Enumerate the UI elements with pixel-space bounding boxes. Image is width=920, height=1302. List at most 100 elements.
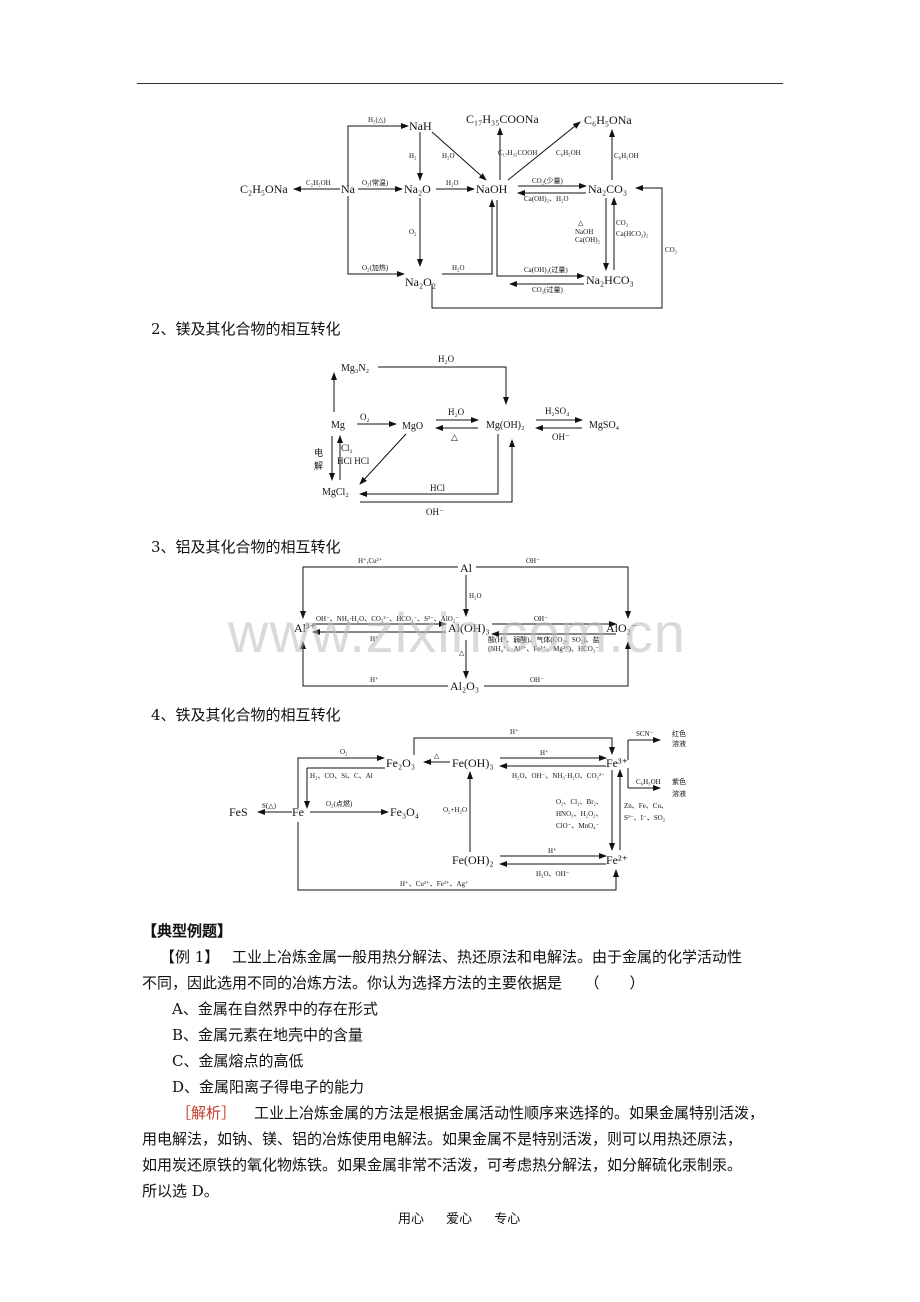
aluminium-nodes: Al Al³⁺ Al(OH)₃ AlO₂⁻ Al₂O₃: [294, 561, 637, 693]
option-d: D、金属阳离子得电子的能力: [172, 1078, 365, 1096]
node-fe3o4: Fe₃O₄: [390, 805, 419, 819]
aluminium-diagram: [300, 566, 631, 687]
label-dian: 电: [314, 447, 323, 458]
node-c17: C₁₇H₃₅COONa: [466, 112, 539, 126]
node-c6h5ona: C₆H₅ONa: [584, 113, 632, 127]
label-o2-h2o: O₂+H₂O: [443, 806, 467, 814]
watermark: www.zixin.com.cn: [228, 601, 686, 664]
option-b: B、金属元素在地壳中的含量: [172, 1026, 364, 1044]
node-fes: FeS: [229, 805, 248, 819]
label-h-top: H⁺: [510, 728, 519, 736]
node-na2o2: Na₂O₂: [405, 275, 436, 289]
label-co2-a: CO₂: [616, 219, 629, 227]
example-line-2: 不同，因此选用不同的冶炼方法。你认为选择方法的主要依据是 （ ）: [142, 974, 645, 992]
node-na2co3: Na₂CO₃: [588, 182, 627, 196]
label-oh-b: OH⁻: [426, 507, 444, 517]
label-h2o-oh: H₂O、OH⁻: [536, 870, 570, 878]
example-label: 【例 1】: [160, 948, 220, 966]
label-caoh2: Ca(OH)₂: [575, 236, 601, 244]
node-aloh3: Al(OH)₃: [448, 621, 490, 635]
analysis-line-1: 工业上冶炼金属的方法是根据金属活动性顺序来选择的。如果金属特别活泼，: [254, 1104, 765, 1122]
label-o2-heat: O₂(加热): [362, 263, 389, 272]
label-h2o-b: H₂O: [442, 152, 455, 160]
label-heat: △: [578, 219, 584, 227]
analysis-line-4: 所以选 D。: [142, 1182, 219, 1200]
heading-iron: 4、铁及其化合物的相互转化: [151, 706, 341, 724]
example-line-1: 工业上冶炼金属一般用热分解法、热还原法和电解法。由于金属的化学活动性: [232, 948, 743, 966]
analysis-label: ［解析］: [176, 1104, 237, 1122]
label-oh-bottom: OH⁻: [530, 676, 544, 684]
label-hcl: HCl: [430, 483, 446, 493]
label-purple-1: 紫色: [672, 777, 686, 786]
iron-diagram: [257, 737, 661, 891]
node-nah: NaH: [409, 119, 432, 133]
node-mgo: MgO: [402, 421, 423, 432]
label-red-a: Zn、Fe、Cu、: [624, 802, 668, 810]
header-rule: [137, 83, 783, 84]
label-reductants: H₂、CO、Si、C、Al: [310, 772, 373, 780]
node-mgoh2: Mg(OH)₂: [486, 420, 524, 431]
node-fe3: Fe³⁺: [606, 756, 628, 770]
node-feoh2: Fe(OH)₂: [452, 853, 494, 867]
sodium-labels: H₂(△) C₂H₅OH O₂(常温) H₂O H₂ H₂O O₂ O₂(加热)…: [306, 116, 678, 294]
label-heat: △: [459, 649, 465, 657]
aluminium-labels: H⁺,Cu²⁺ OH⁻ H₂O OH⁻、NH₃·H₂O、CO₃²⁻、HCO₃⁻、…: [316, 557, 600, 684]
node-mg3n2: Mg₃N₂: [341, 363, 369, 374]
label-red-2: 溶液: [672, 739, 686, 748]
label-cl2: Cl₂: [341, 443, 353, 453]
label-h2o-a: H₂O: [446, 179, 459, 187]
sodium-nodes: NaH C₂H₅ONa Na Na₂O NaOH Na₂O₂ C₁₇H₃₅COO…: [240, 112, 634, 289]
node-al2o3: Al₂O₃: [450, 679, 479, 693]
label-jie: 解: [314, 460, 323, 471]
magnesium-labels: H₂O O₂ H₂O △ H₂SO₄ OH⁻ 电 解 Cl₂ HCl HCl H…: [314, 354, 570, 517]
label-red-b: S²⁻、I⁻、SO₂: [624, 814, 666, 822]
label-h-cu: H⁺,Cu²⁺: [358, 557, 383, 565]
analysis-line-2: 用电解法，如钠、镁、铝的冶炼使用电解法。如果金属不是特别活泼，则可以用热还原法，: [142, 1130, 743, 1148]
label-o2-burn: O₂(点燃): [326, 799, 353, 808]
magnesium-diagram: [329, 366, 583, 503]
label-c17acid: C₁₇H₃₅COOH: [498, 149, 537, 157]
label-h2: H₂: [409, 152, 417, 160]
heading-magnesium: 2、镁及其化合物的相互转化: [151, 320, 341, 338]
label-o2-rt: O₂(常温): [362, 178, 389, 187]
label-scn: SCN⁻: [636, 730, 654, 738]
option-c: C、金属熔点的高低: [172, 1052, 304, 1070]
node-al: Al: [460, 561, 473, 575]
heading-aluminium: 3、铝及其化合物的相互转化: [151, 538, 341, 556]
label-ox-1: O₂、Cl₂、Br₂、: [556, 798, 603, 806]
label-oh-right: OH⁻: [534, 615, 548, 623]
node-al3: Al³⁺: [294, 621, 316, 635]
label-oh-top: OH⁻: [526, 557, 540, 565]
label-caoh-h2o: Ca(OH)₂、H₂O: [524, 195, 569, 203]
magnesium-nodes: Mg₃N₂ Mg MgO Mg(OH)₂ MgSO₄ MgCl₂: [322, 363, 620, 498]
section-title: 【典型例题】: [142, 922, 233, 940]
label-c6h5oh-a: C₆H₅OH: [556, 149, 581, 157]
node-alo2: AlO₂⁻: [606, 621, 637, 635]
sodium-diagram: [293, 121, 663, 309]
label-cahco3: Ca(HCO₃)₂: [616, 230, 649, 238]
label-h2-heat: H₂(△): [368, 116, 386, 124]
label-c2h5oh: C₂H₅OH: [306, 179, 331, 187]
label-o2: O₂: [409, 228, 417, 236]
analysis-line-3: 如用炭还原铁的氧化物炼铁。如果金属非常不活泼，可考虑热分解法，如分解硫化汞制汞。: [142, 1156, 743, 1174]
node-mgso4: MgSO₄: [589, 420, 620, 431]
node-na2o: Na₂O: [404, 182, 431, 196]
label-h2so4: H₂SO₄: [545, 406, 569, 416]
label-acid-1: 酸(H⁺、弱酸)、气体(CO₂、SO₂)、盐: [488, 635, 600, 644]
label-ox-2: HNO₃、H₂O₂、: [556, 810, 603, 818]
label-heat: △: [434, 752, 440, 760]
label-h-mid: H⁺: [540, 749, 549, 757]
label-oh-a: OH⁻: [552, 432, 570, 442]
label-heat: △: [451, 432, 458, 442]
footer: 用心 爱心 专心: [398, 1212, 521, 1227]
label-ox-3: ClO⁻、MnO₄⁻: [556, 822, 600, 830]
label-h-left: H⁺: [370, 635, 379, 643]
label-co2-b: CO₂: [665, 246, 678, 254]
iron-nodes: Fe₂O₃ Fe(OH)₃ Fe³⁺ FeS Fe Fe₃O₄ Fe(OH)₂ …: [229, 756, 628, 867]
label-hcl-hcl: HCl HCl: [337, 456, 370, 466]
node-fe2o3: Fe₂O₃: [386, 756, 415, 770]
node-mgcl2: MgCl₂: [322, 487, 349, 498]
node-feoh3: Fe(OH)₃: [452, 756, 494, 770]
label-red-1: 红色: [672, 729, 686, 738]
